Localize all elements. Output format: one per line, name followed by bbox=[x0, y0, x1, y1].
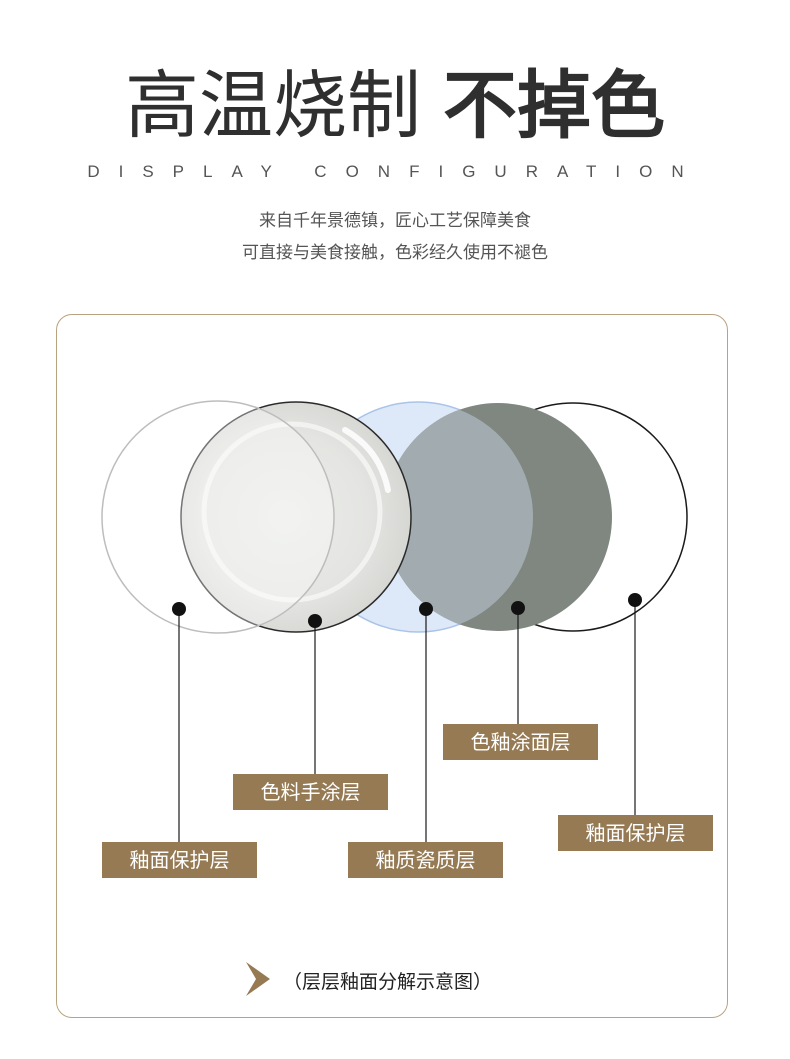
plate-inner-rim bbox=[201, 421, 383, 603]
marker-dot-4 bbox=[511, 601, 525, 615]
title-bold: 不掉色 bbox=[443, 63, 665, 149]
label-color-glaze-layer: 色釉涂面层 bbox=[443, 724, 598, 760]
marker-dot-2 bbox=[308, 614, 322, 628]
plate-highlight bbox=[342, 427, 391, 493]
label-hand-painted-layer: 色料手涂层 bbox=[233, 774, 388, 810]
title-light: 高温烧制 bbox=[125, 63, 421, 149]
label-glaze-protection-left: 釉面保护层 bbox=[102, 842, 257, 878]
label-porcelain-layer: 釉质瓷质层 bbox=[348, 842, 503, 878]
description-line-2: 可直接与美食接触，色彩经久使用不褪色 bbox=[242, 243, 548, 263]
description-line-1: 来自千年景德镇，匠心工艺保障美食 bbox=[259, 211, 531, 231]
label-glaze-protection-right: 釉面保护层 bbox=[558, 815, 713, 851]
marker-dot-3 bbox=[419, 602, 433, 616]
layer-disc-outer-left bbox=[101, 400, 335, 634]
marker-dot-1 bbox=[172, 602, 186, 616]
diagram-footer: （层层釉面分解示意图） bbox=[0, 962, 790, 998]
diagram-caption: （层层釉面分解示意图） bbox=[283, 971, 493, 993]
subtitle-english: DISPLAY CONFIGURATION bbox=[87, 162, 703, 181]
layer-overlap bbox=[383, 409, 533, 625]
page-title: 高温烧制不掉色 bbox=[0, 58, 790, 154]
marker-dot-5 bbox=[628, 593, 642, 607]
chevron-right-icon bbox=[246, 962, 270, 996]
